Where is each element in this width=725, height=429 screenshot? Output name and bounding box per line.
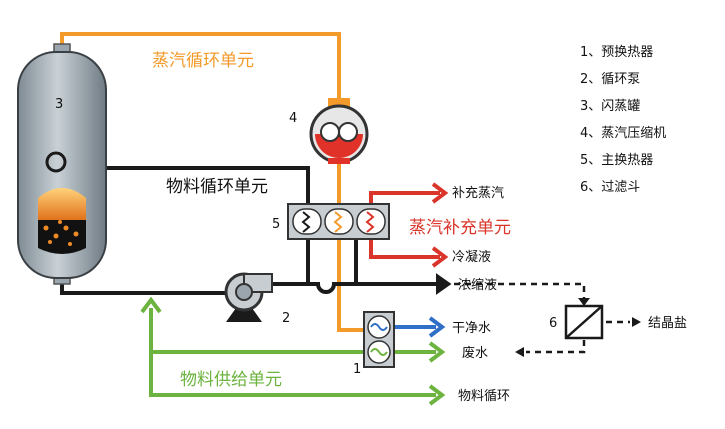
number-3: 3 xyxy=(55,97,63,112)
main-heat-exchanger xyxy=(287,203,390,240)
legend-item: 6、过滤斗 xyxy=(580,180,640,195)
makeup-steam-label: 补充蒸汽 xyxy=(452,185,504,201)
number-1: 1 xyxy=(353,362,361,377)
legend-item: 4、蒸汽压缩机 xyxy=(580,125,666,141)
number-4: 4 xyxy=(289,111,297,126)
steam-makeup-pipe xyxy=(369,191,440,259)
circulation-pump xyxy=(224,272,273,322)
legend-item: 5、主换热器 xyxy=(580,153,653,168)
equipment-legend: 1、预换热器 2、循环泵 3、闪蒸罐 4、蒸汽压缩机 5、主换热器 6、过滤斗 xyxy=(580,45,666,195)
waste-water-label: 废水 xyxy=(462,345,488,361)
material-supply-label: 物料供给单元 xyxy=(180,370,282,390)
material-cycle-label: 物料循环单元 xyxy=(166,177,268,197)
steam-compressor xyxy=(309,98,369,164)
filter-out-arrow xyxy=(515,347,524,357)
material-cycle-arrow xyxy=(428,384,446,406)
concentrate-label: 浓缩液 xyxy=(458,277,497,293)
legend-item: 1、预换热器 xyxy=(580,45,653,60)
waste-water-arrow xyxy=(428,341,446,363)
material-cycle-stream-label: 物料循环 xyxy=(458,389,510,404)
pre-heat-exchanger xyxy=(363,311,395,368)
legend-item: 3、闪蒸罐 xyxy=(580,99,640,114)
clean-water-arrow xyxy=(428,316,446,338)
crystal-salt-label: 结晶盐 xyxy=(648,316,687,331)
number-2: 2 xyxy=(282,311,290,326)
flash-tank xyxy=(17,43,107,285)
filter-dashed-lines xyxy=(454,282,630,354)
number-6: 6 xyxy=(549,316,557,331)
material-supply-pipe xyxy=(149,308,436,397)
clean-water-label: 干净水 xyxy=(452,321,491,336)
steam-makeup-label: 蒸汽补充单元 xyxy=(409,218,511,238)
filter-hopper xyxy=(564,304,604,340)
legend-item: 2、循环泵 xyxy=(580,72,640,87)
salt-arrow xyxy=(632,317,641,327)
supply-up-arrow xyxy=(140,296,162,314)
steam-cycle-label: 蒸汽循环单元 xyxy=(152,51,254,71)
condensate-arrow xyxy=(431,246,449,268)
condensate-label: 冷凝液 xyxy=(452,249,491,265)
number-5: 5 xyxy=(272,217,280,232)
makeup-steam-arrow xyxy=(431,182,449,204)
filter-in-arrow xyxy=(578,298,590,306)
